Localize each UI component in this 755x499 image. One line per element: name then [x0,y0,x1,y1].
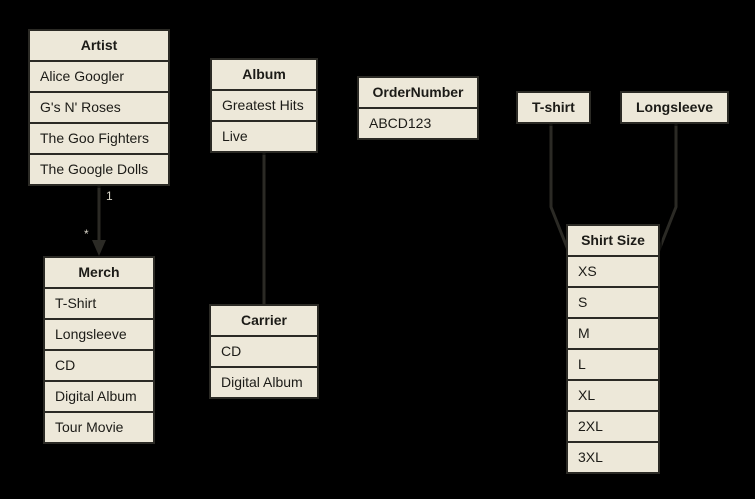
entity-merch-row-4[interactable]: Tour Movie [45,411,153,442]
entity-longsleeve[interactable]: Longsleeve [620,91,730,124]
entity-merch-row-2[interactable]: CD [45,349,153,380]
entity-artist-row-3[interactable]: The Google Dolls [30,153,168,184]
entity-tshirt[interactable]: T-shirt [516,91,591,124]
edge-label-source-one: 1 [106,189,113,203]
entity-shirt-size[interactable]: Shirt Size XS S M L XL 2XL 3XL [566,224,660,474]
entity-shirt-size-row-6[interactable]: 3XL [568,441,658,472]
entity-artist-row-1[interactable]: G's N' Roses [30,91,168,122]
entity-artist-row-0[interactable]: Alice Googler [30,60,168,91]
entity-order-number-row-0[interactable]: ABCD123 [359,107,477,138]
entity-merch[interactable]: Merch T-Shirt Longsleeve CD Digital Albu… [43,256,155,444]
entity-shirt-size-row-4[interactable]: XL [568,379,658,410]
entity-carrier-title: Carrier [211,306,317,335]
entity-merch-title: Merch [45,258,153,287]
entity-merch-row-3[interactable]: Digital Album [45,380,153,411]
entity-shirt-size-row-1[interactable]: S [568,286,658,317]
entity-album[interactable]: Album Greatest Hits Live [210,58,318,153]
entity-order-number[interactable]: OrderNumber ABCD123 [357,76,479,140]
entity-shirt-size-row-2[interactable]: M [568,317,658,348]
entity-album-title: Album [212,60,316,89]
entity-shirt-size-row-3[interactable]: L [568,348,658,379]
entity-merch-row-0[interactable]: T-Shirt [45,287,153,318]
entity-longsleeve-title: Longsleeve [622,93,728,122]
entity-carrier-row-0[interactable]: CD [211,335,317,366]
entity-album-row-1[interactable]: Live [212,120,316,151]
entity-carrier[interactable]: Carrier CD Digital Album [209,304,319,399]
entity-shirt-size-title: Shirt Size [568,226,658,255]
edge-artist-merch-arrowhead [92,240,106,256]
edge-label-target-many: * [84,227,89,241]
entity-artist-row-2[interactable]: The Goo Fighters [30,122,168,153]
entity-shirt-size-row-5[interactable]: 2XL [568,410,658,441]
entity-shirt-size-row-0[interactable]: XS [568,255,658,286]
entity-order-number-title: OrderNumber [359,78,477,107]
entity-artist-title: Artist [30,31,168,60]
entity-artist[interactable]: Artist Alice Googler G's N' Roses The Go… [28,29,170,186]
entity-album-row-0[interactable]: Greatest Hits [212,89,316,120]
entity-merch-row-1[interactable]: Longsleeve [45,318,153,349]
entity-carrier-row-1[interactable]: Digital Album [211,366,317,397]
entity-tshirt-title: T-shirt [518,93,589,122]
